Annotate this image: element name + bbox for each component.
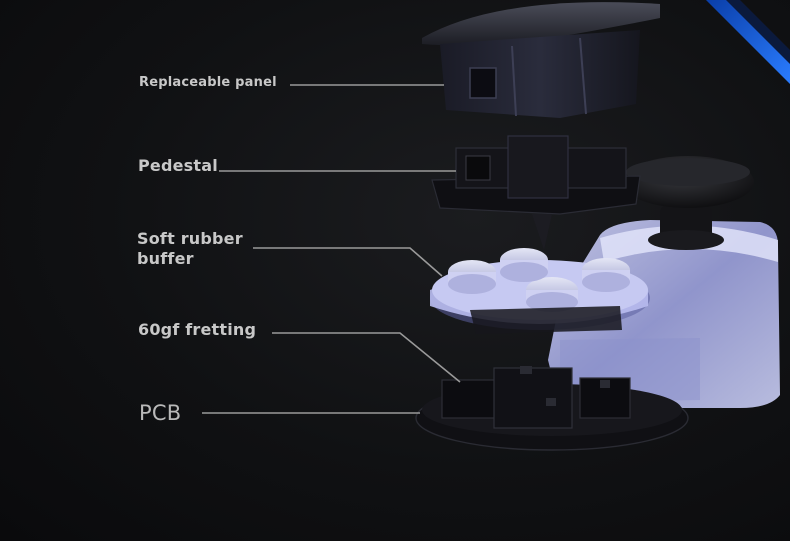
- label-soft-rubber-buffer: Soft rubber buffer: [137, 229, 243, 269]
- pedestal-part: [431, 135, 641, 250]
- blue-accent-stripes: [706, 0, 790, 84]
- label-pcb: PCB: [139, 401, 182, 425]
- replaceable-panel-part: [422, 2, 660, 118]
- pcb-part: [415, 366, 689, 451]
- label-fretting: 60gf fretting: [138, 320, 257, 339]
- label-pedestal: Pedestal: [138, 156, 218, 175]
- label-replaceable-panel: Replaceable panel: [139, 75, 277, 90]
- soft-rubber-buffer-part: [430, 248, 650, 334]
- joystick-knob: [622, 156, 754, 250]
- label-soft-rubber-buffer-line2: buffer: [137, 249, 194, 268]
- label-soft-rubber-buffer-line1: Soft rubber: [137, 229, 243, 248]
